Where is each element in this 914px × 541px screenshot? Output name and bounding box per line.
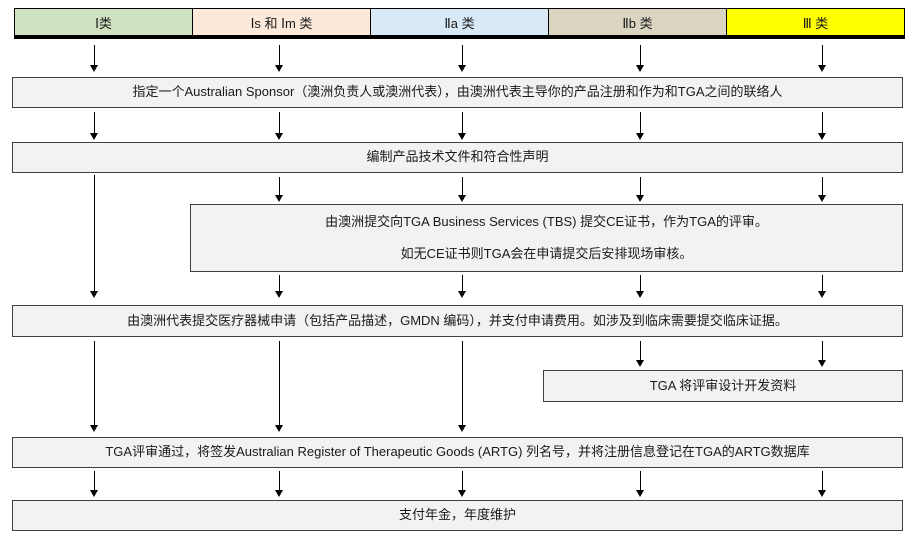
flow-arrow-down-icon bbox=[458, 275, 467, 298]
class-iib-header: Ⅱb 类 bbox=[549, 8, 727, 36]
flow-arrow-down-icon bbox=[90, 341, 99, 432]
class-iii-header: Ⅲ 类 bbox=[727, 8, 905, 36]
flow-arrow-down-icon bbox=[275, 275, 284, 298]
flow-arrow-down-icon bbox=[636, 112, 645, 140]
flow-arrow-down-icon bbox=[818, 112, 827, 140]
flow-arrow-down-icon bbox=[458, 45, 467, 72]
tbs-line-2: 如无CE证书则TGA会在申请提交后安排现场审核。 bbox=[400, 245, 693, 261]
step-submit-ce-to-tbs: 由澳洲提交向TGA Business Services (TBS) 提交CE证书… bbox=[190, 204, 903, 272]
step-prepare-technical-docs: 编制产品技术文件和符合性声明 bbox=[12, 142, 903, 173]
flow-arrow-down-icon bbox=[636, 45, 645, 72]
step-artg-listing: TGA评审通过，将签发Australian Register of Therap… bbox=[12, 437, 903, 468]
class-is-im-header: Ⅰs 和 Ⅰm 类 bbox=[193, 8, 371, 36]
flow-arrow-down-icon bbox=[275, 45, 284, 72]
flow-arrow-down-icon bbox=[458, 112, 467, 140]
flow-arrow-down-icon bbox=[458, 341, 467, 432]
flow-arrow-down-icon bbox=[818, 45, 827, 72]
flow-arrow-down-icon bbox=[90, 175, 99, 298]
flow-arrow-down-icon bbox=[90, 471, 99, 497]
flow-arrow-down-icon bbox=[458, 471, 467, 497]
flow-arrow-down-icon bbox=[90, 112, 99, 140]
flow-arrow-down-icon bbox=[458, 177, 467, 202]
step-tga-design-review: TGA 将评审设计开发资料 bbox=[543, 370, 903, 402]
tbs-line-1: 由澳洲提交向TGA Business Services (TBS) 提交CE证书… bbox=[325, 214, 768, 230]
flow-arrow-down-icon bbox=[90, 45, 99, 72]
class-i-header: Ⅰ类 bbox=[14, 8, 193, 36]
flow-arrow-down-icon bbox=[275, 177, 284, 202]
device-class-header-row: Ⅰ类 Ⅰs 和 Ⅰm 类 Ⅱa 类 Ⅱb 类 Ⅲ 类 bbox=[14, 8, 905, 39]
flow-arrow-down-icon bbox=[275, 471, 284, 497]
flow-arrow-down-icon bbox=[818, 275, 827, 298]
step-submit-device-application: 由澳洲代表提交医疗器械申请（包括产品描述，GMDN 编码），并支付申请费用。如涉… bbox=[12, 305, 903, 337]
step-appoint-sponsor: 指定一个Australian Sponsor（澳洲负责人或澳洲代表），由澳洲代表… bbox=[12, 77, 903, 108]
flow-arrow-down-icon bbox=[636, 275, 645, 298]
flow-arrow-down-icon bbox=[818, 471, 827, 497]
flow-arrow-down-icon bbox=[636, 471, 645, 497]
flow-arrow-down-icon bbox=[275, 341, 284, 432]
flow-arrow-down-icon bbox=[275, 112, 284, 140]
class-iia-header: Ⅱa 类 bbox=[371, 8, 549, 36]
flow-arrow-down-icon bbox=[818, 177, 827, 202]
flow-arrow-down-icon bbox=[636, 177, 645, 202]
flow-arrow-down-icon bbox=[818, 341, 827, 367]
step-annual-fee: 支付年金，年度维护 bbox=[12, 500, 903, 531]
flow-arrow-down-icon bbox=[636, 341, 645, 367]
